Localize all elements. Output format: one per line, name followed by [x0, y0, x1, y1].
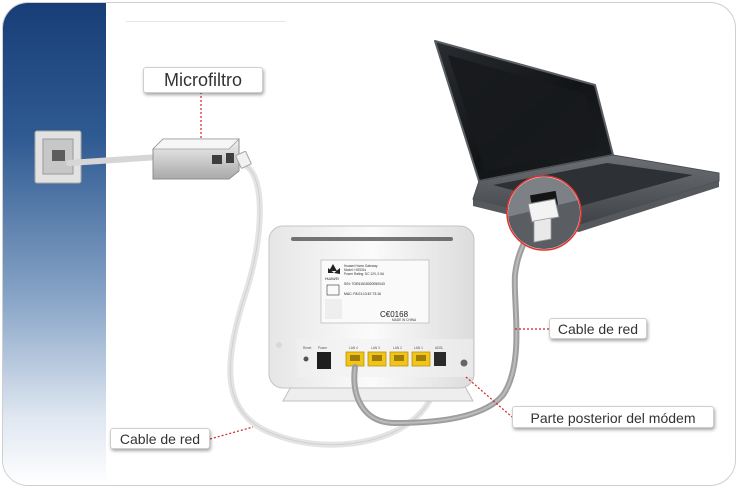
modem-sticker-line-2: Model: HG531s — [344, 268, 367, 272]
adsl-port — [434, 352, 446, 366]
modem-sticker-made-in: MADE IN CHINA — [392, 318, 417, 322]
modem-sticker-line-3: Power Rating: DC 12V, 0.5A — [344, 272, 385, 276]
port-label-reset: Reset — [303, 346, 311, 350]
microfilter-label: Microfiltro — [143, 67, 263, 93]
modem-back-label: Parte posterior del módem — [512, 406, 714, 428]
port-label-adsl: ADSL — [435, 346, 444, 350]
port-label-lan4: LAN 4 — [349, 346, 358, 350]
network-cable-left-label: Cable de red — [110, 428, 210, 449]
port-label-lan3: LAN 3 — [371, 346, 380, 350]
modem-sticker-brand: HUAWEI — [325, 277, 339, 281]
port-label-lan1: LAN 1 — [414, 346, 423, 350]
modem-sticker-line-5: MAC: F8:01:13:67:73:16 — [344, 292, 381, 296]
network-cable-right-label: Cable de red — [549, 318, 647, 339]
side-band — [3, 3, 106, 485]
wall-socket-icon — [34, 130, 82, 184]
modem-sticker: HUAWEI Huawei Home Gateway Model: HG531s… — [320, 259, 430, 324]
top-divider — [126, 21, 286, 22]
port-label-lan2: LAN 2 — [393, 346, 402, 350]
modem-sticker-line-4: S/N: 7GE61515020050043 — [344, 282, 385, 286]
router-icon: HUAWEI Huawei Home Gateway Model: HG531s… — [268, 225, 475, 402]
power-jack — [317, 352, 331, 369]
filter-plug — [235, 150, 252, 169]
laptop-port-highlight — [506, 175, 582, 251]
cable-left-leader — [209, 426, 254, 440]
modem-screw-right — [460, 359, 468, 367]
modem-sticker-line-1: Huawei Home Gateway — [344, 264, 378, 268]
connection-scene: HUAWEI Huawei Home Gateway Model: HG531s… — [34, 40, 720, 448]
microfilter-icon — [152, 138, 240, 180]
lan-ports: LAN 4 LAN 3 LAN 2 LAN 1 — [345, 346, 431, 367]
modem-sticker-ce: C€0168 — [380, 310, 409, 319]
port-label-power: Power — [318, 346, 328, 350]
phone-cable — [66, 154, 162, 166]
